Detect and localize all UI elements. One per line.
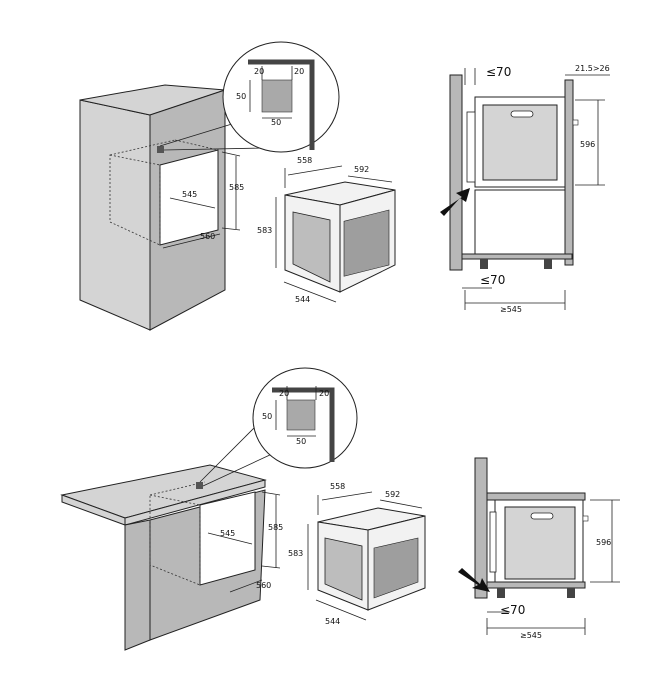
top-oven-592: 592 <box>354 165 369 174</box>
bottom-side-view: 596 ≤70 ≥545 <box>458 457 620 640</box>
bottom-oven-583: 583 <box>288 549 303 558</box>
top-niche-560: 560 <box>200 232 215 241</box>
bottom-detail-20b: 20 <box>319 389 329 398</box>
top-detail-20b: 20 <box>294 67 304 76</box>
bottom-niche-560: 560 <box>256 581 271 590</box>
bottom-oven-558: 558 <box>330 482 345 491</box>
bottom-side-596: 596 <box>596 538 611 547</box>
top-detail-50h: 50 <box>236 92 246 101</box>
bottom-airflow-arrow <box>458 568 490 592</box>
top-side-21-26: 21.5>26 <box>575 64 610 73</box>
bottom-side-le70: ≤70 <box>500 603 525 617</box>
bottom-detail-20a: 20 <box>279 389 289 398</box>
top-side-le70-top: ≤70 <box>486 65 511 79</box>
bottom-niche-545: 545 <box>220 529 235 538</box>
top-detail-20a: 20 <box>254 67 264 76</box>
top-side-view: ≤70 21.5>26 596 ≤70 ≥545 <box>440 64 610 314</box>
bottom-detail-50w: 50 <box>296 437 306 446</box>
bottom-oven: 558 592 583 544 <box>288 482 426 626</box>
bottom-cabinet <box>60 464 267 651</box>
top-detail-bubble: 20 20 50 50 <box>159 41 340 153</box>
top-niche-dims: 585 560 545 <box>162 151 244 249</box>
top-airflow-arrow <box>440 188 470 216</box>
bottom-detail-bubble: 20 20 50 50 <box>199 367 358 487</box>
top-oven-558: 558 <box>297 156 312 165</box>
top-vent-cutout <box>157 146 164 153</box>
bottom-oven-592: 592 <box>385 490 400 499</box>
bottom-vent-cutout <box>196 482 203 489</box>
top-niche-585: 585 <box>229 183 244 192</box>
top-detail-50w: 50 <box>271 118 281 127</box>
top-side-596: 596 <box>580 140 595 149</box>
top-cabinet <box>79 84 226 331</box>
top-oven-544: 544 <box>295 295 310 304</box>
bottom-side-ge545: ≥545 <box>520 631 542 640</box>
top-oven-583: 583 <box>257 226 272 235</box>
bottom-oven-544: 544 <box>325 617 340 626</box>
top-oven: 558 592 583 544 <box>257 156 396 304</box>
bottom-detail-50h: 50 <box>262 412 272 421</box>
bottom-niche-585: 585 <box>268 523 283 532</box>
bottom-niche-dims: 585 560 545 <box>207 491 283 593</box>
top-niche-545: 545 <box>182 190 197 199</box>
top-side-ge545: ≥545 <box>500 305 522 314</box>
top-side-le70-bottom: ≤70 <box>480 273 505 287</box>
